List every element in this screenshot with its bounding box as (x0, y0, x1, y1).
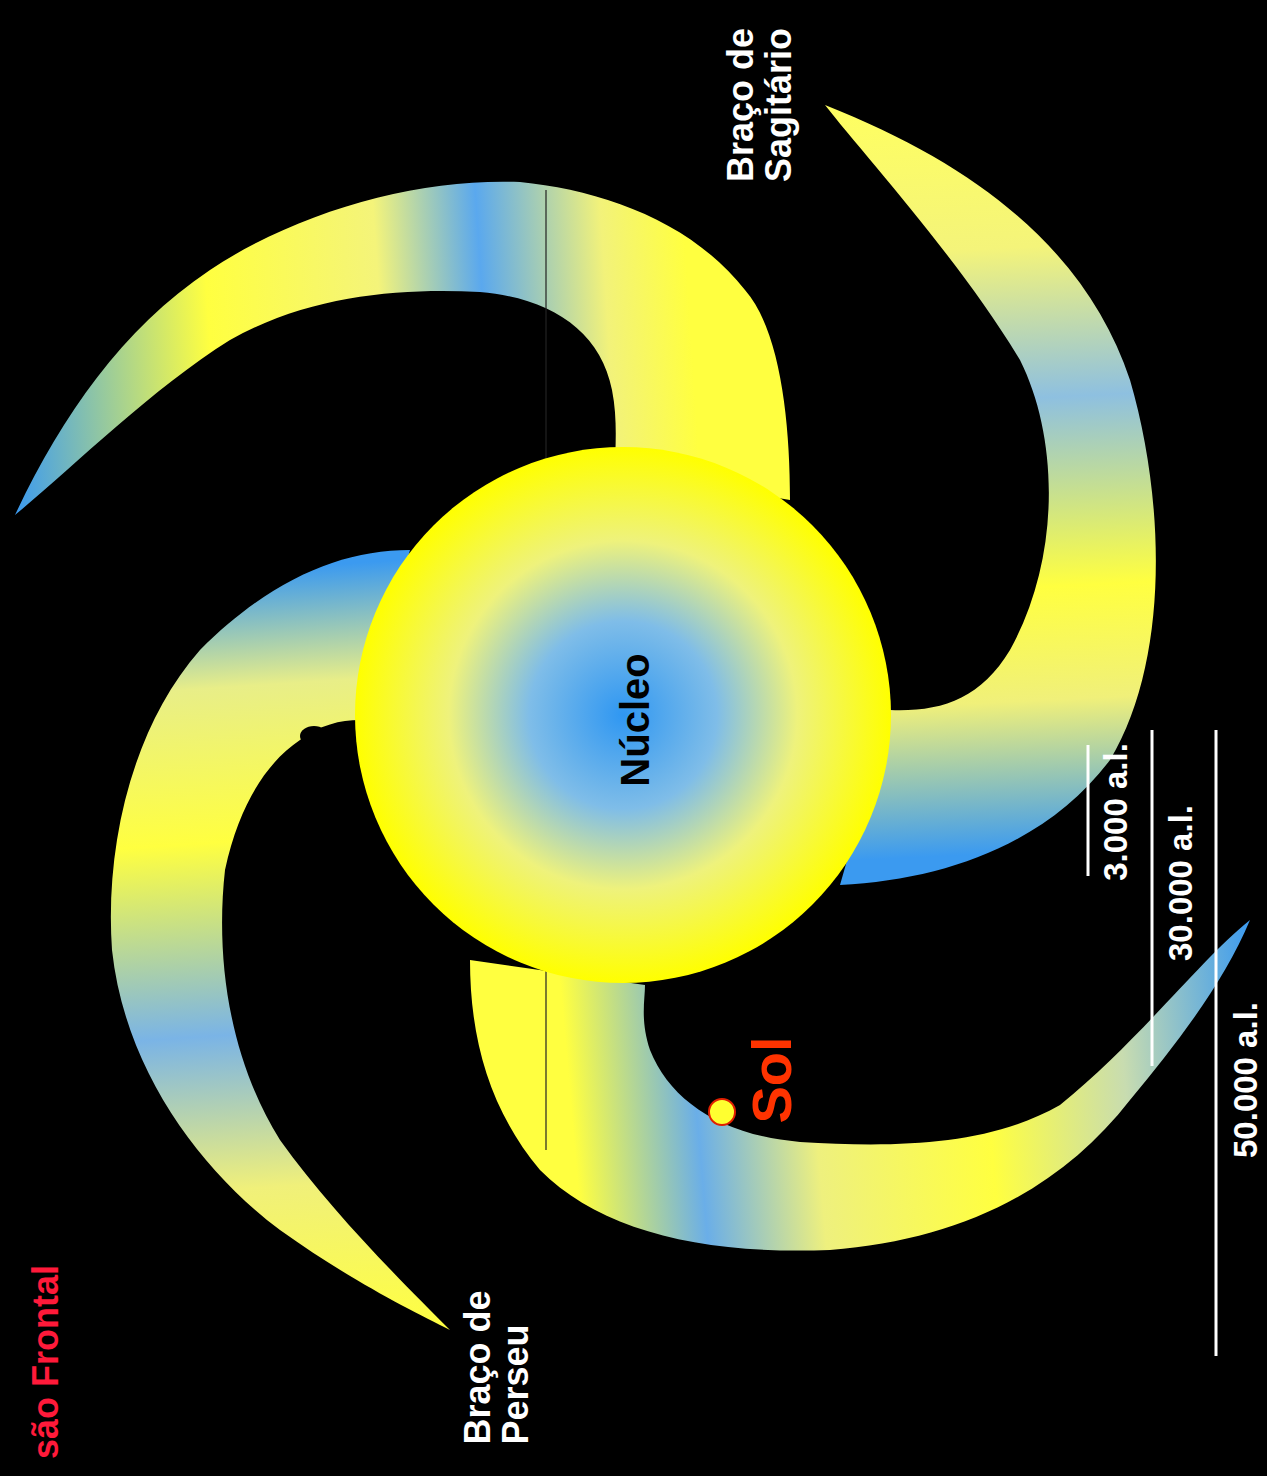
scale-bar (1215, 730, 1218, 1356)
sun-dot: Sol (700, 1010, 820, 1135)
scale-bar (1151, 730, 1154, 1066)
scale-label: 3.000 a.l. (1099, 743, 1134, 881)
scale-bar (1087, 745, 1090, 876)
nucleus-label: Núcleo (614, 653, 656, 786)
title: são Frontal (27, 1265, 65, 1459)
scale-label: 50.000 a.l. (1229, 1002, 1264, 1158)
sun-label: Sol (743, 1036, 802, 1123)
arm-label: Braço de Perseu (459, 1280, 535, 1445)
nucleus-circle: Núcleo (353, 445, 893, 985)
scale-label: 30.000 a.l. (1164, 805, 1199, 961)
arm-label: Braço de Sagitário (722, 2, 798, 182)
